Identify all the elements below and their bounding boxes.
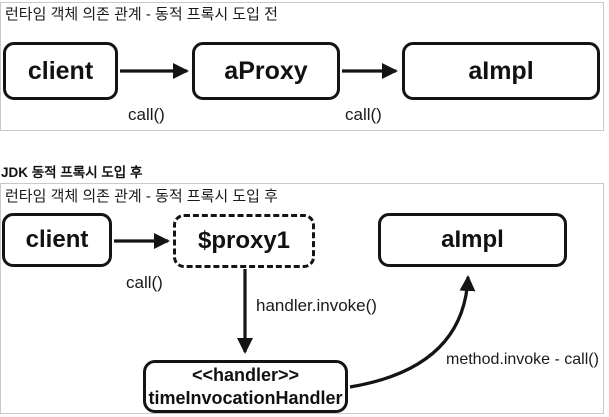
node-client-after-label: client: [25, 226, 89, 253]
node-aimpl-before: aImpl: [402, 42, 600, 100]
panel-after-title: 런타임 객체 의존 관계 - 동적 프록시 도입 후: [5, 188, 278, 205]
node-aproxy-label: aProxy: [224, 56, 308, 85]
handler-stereotype-label: <<handler>>: [191, 364, 300, 385]
node-aimpl-after: aImpl: [378, 213, 567, 267]
node-client-after: client: [2, 213, 112, 267]
node-proxy1-label: $proxy1: [197, 227, 291, 254]
node-time-invocation-handler: <<handler>> timeInvocationHandler: [143, 360, 348, 413]
panel-before-title: 런타임 객체 의존 관계 - 동적 프록시 도입 전: [5, 6, 278, 23]
edge-label-call-aproxy-aimpl: call(): [345, 105, 382, 124]
node-client-before-label: client: [27, 56, 94, 85]
edge-label-call-client-proxy: call(): [126, 273, 163, 292]
edge-label-handler-invoke: handler.invoke(): [256, 296, 377, 315]
node-client-before: client: [3, 42, 118, 100]
node-aproxy: aProxy: [192, 42, 340, 100]
handler-name-label: timeInvocationHandler: [148, 387, 343, 408]
node-aimpl-after-label: aImpl: [441, 226, 504, 253]
edge-label-call-client-aproxy: call(): [128, 105, 165, 124]
jdk-after-heading: JDK 동적 프록시 도입 후: [1, 165, 143, 180]
edge-label-method-invoke: method.invoke - call(): [446, 351, 599, 368]
node-aimpl-before-label: aImpl: [468, 56, 534, 85]
node-proxy1: $proxy1: [173, 214, 315, 268]
